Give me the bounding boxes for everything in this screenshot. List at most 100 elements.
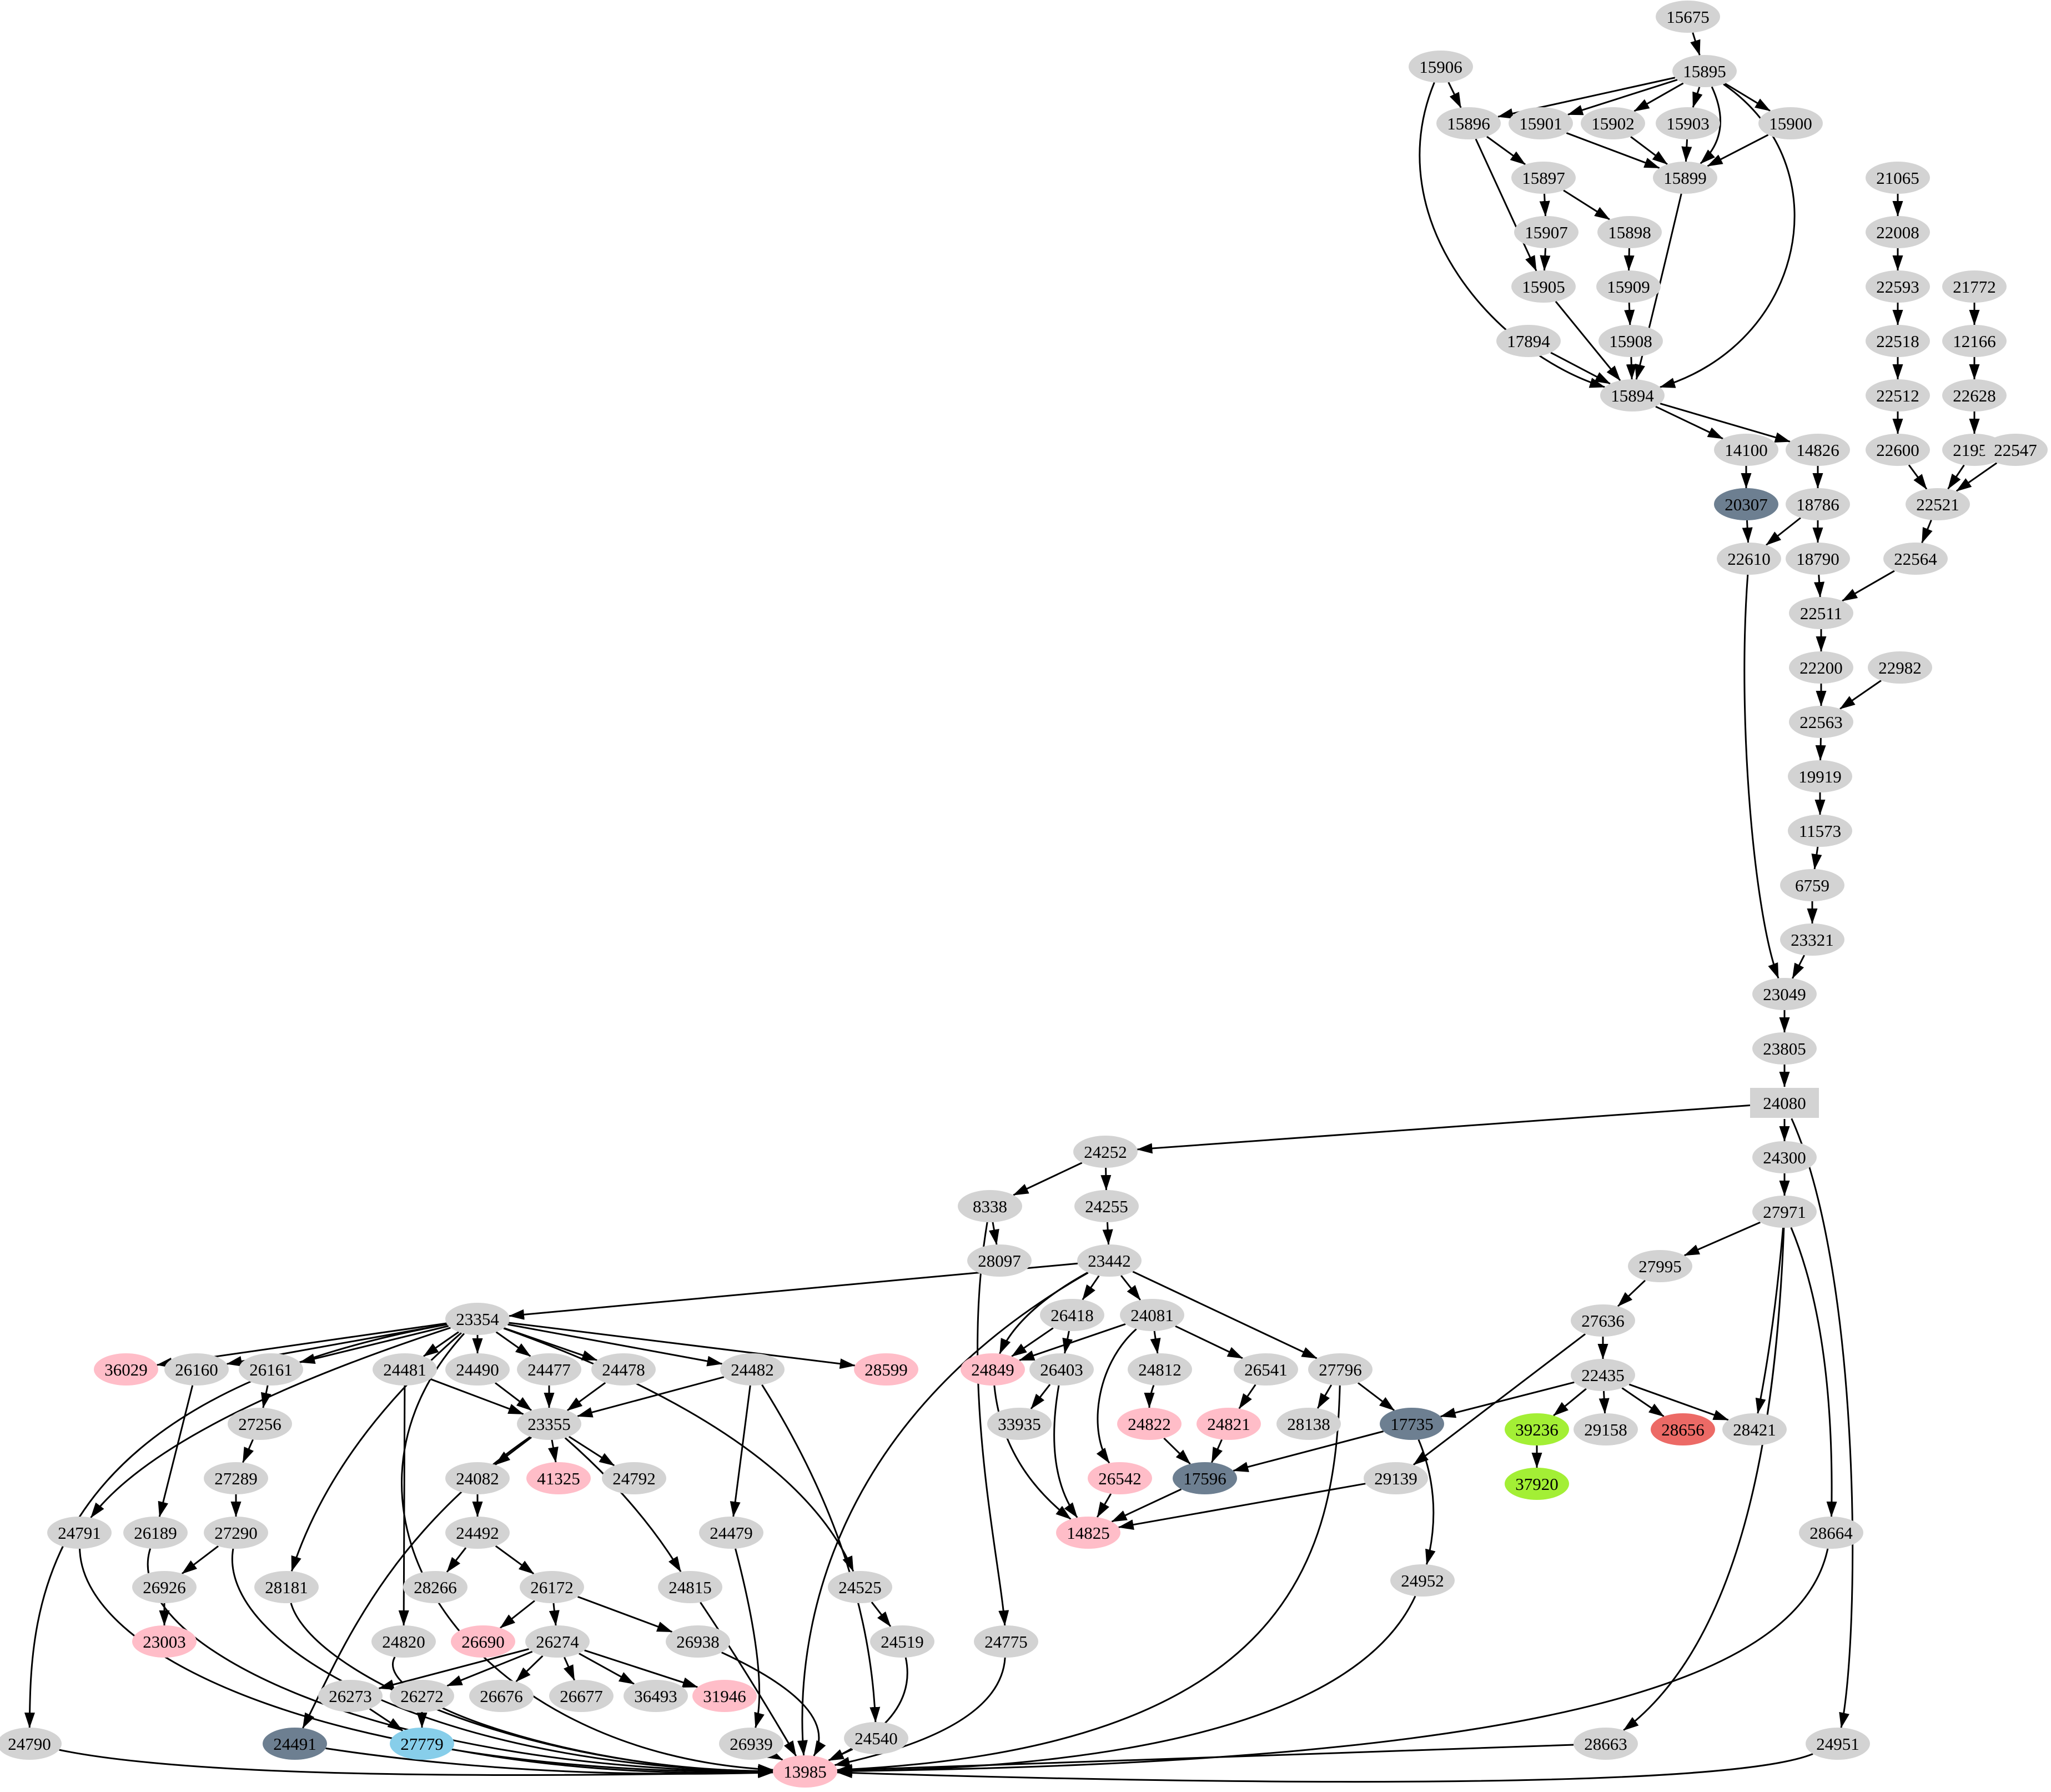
- node-label-15899: 15899: [1663, 168, 1707, 188]
- edge-27971-28664: [1790, 1227, 1837, 1517]
- node-28097: 28097: [967, 1244, 1032, 1277]
- node-26677: 26677: [549, 1680, 614, 1712]
- edge-15900-15899: [1707, 134, 1769, 167]
- node-label-26690: 26690: [461, 1632, 505, 1652]
- node-label-27971: 27971: [1763, 1202, 1806, 1222]
- edge-22521-22564: [1921, 519, 1933, 544]
- node-19919: 19919: [1788, 760, 1852, 792]
- node-27636: 27636: [1571, 1304, 1635, 1337]
- edge-24482-24479: [730, 1385, 751, 1518]
- node-24849: 24849: [961, 1353, 1025, 1386]
- node-27796: 27796: [1308, 1353, 1373, 1386]
- node-label-26926: 26926: [143, 1578, 186, 1597]
- edge-15894-14100: [1655, 405, 1723, 440]
- edge-15901-15899: [1566, 132, 1660, 169]
- node-label-28421: 28421: [1733, 1420, 1776, 1439]
- node-15894: 15894: [1600, 379, 1665, 411]
- node-33935: 33935: [987, 1408, 1052, 1440]
- node-27995: 27995: [1628, 1250, 1692, 1282]
- node-label-24492: 24492: [456, 1523, 499, 1543]
- node-24482: 24482: [720, 1353, 785, 1386]
- node-37920: 37920: [1505, 1468, 1569, 1500]
- node-label-26273: 26273: [329, 1686, 372, 1706]
- node-41325: 41325: [526, 1462, 591, 1494]
- node-label-15907: 15907: [1525, 223, 1568, 242]
- node-label-26677: 26677: [560, 1686, 603, 1706]
- node-36029: 36029: [94, 1353, 158, 1386]
- edge-15903-15899: [1681, 139, 1692, 163]
- edge-26403-33935: [1030, 1384, 1051, 1409]
- node-label-31946: 31946: [703, 1686, 746, 1706]
- node-label-26541: 26541: [1244, 1360, 1288, 1379]
- edge-22435-28656: [1621, 1387, 1665, 1417]
- node-label-20307: 20307: [1725, 495, 1768, 514]
- edge-15675-15895: [1690, 32, 1701, 56]
- edge-26172-26938: [577, 1595, 673, 1633]
- node-label-26542: 26542: [1098, 1469, 1142, 1488]
- edge-26172-26690: [500, 1600, 535, 1629]
- node-label-15898: 15898: [1608, 223, 1651, 242]
- node-label-24540: 24540: [854, 1729, 898, 1748]
- edge-15895-15900: [1725, 83, 1771, 112]
- edge-23321-23049: [1792, 955, 1805, 979]
- node-label-18786: 18786: [1796, 495, 1839, 514]
- node-24080: 24080: [1750, 1088, 1819, 1118]
- node-label-27995: 27995: [1638, 1257, 1682, 1276]
- node-label-14826: 14826: [1796, 440, 1839, 460]
- node-22512: 22512: [1866, 379, 1930, 411]
- node-24081: 24081: [1120, 1299, 1184, 1331]
- edge-26172-26274: [549, 1603, 560, 1627]
- node-label-24481: 24481: [383, 1360, 426, 1379]
- edge-23354-28599: [509, 1322, 856, 1369]
- node-label-15896: 15896: [1447, 114, 1490, 133]
- edge-15909-15908: [1624, 302, 1635, 326]
- node-label-24821: 24821: [1207, 1414, 1250, 1434]
- node-label-21065: 21065: [1876, 168, 1919, 188]
- edge-15895-15902: [1633, 82, 1684, 112]
- node-22628: 22628: [1942, 379, 2007, 411]
- edge-17596-14825: [1111, 1488, 1182, 1523]
- node-15905: 15905: [1511, 270, 1576, 303]
- node-27256: 27256: [228, 1408, 292, 1440]
- node-label-24491: 24491: [273, 1734, 316, 1754]
- edge-layer: [24, 32, 1998, 1783]
- edge-28663-13985: [836, 1744, 1574, 1775]
- node-label-28664: 28664: [1809, 1523, 1853, 1543]
- node-29158: 29158: [1574, 1413, 1638, 1445]
- node-label-24490: 24490: [456, 1360, 499, 1379]
- edge-27796-17735: [1357, 1382, 1395, 1411]
- node-label-26938: 26938: [676, 1632, 720, 1652]
- node-28421: 28421: [1722, 1413, 1787, 1445]
- node-24815: 24815: [658, 1571, 722, 1603]
- node-label-27289: 27289: [214, 1469, 258, 1488]
- node-24540: 24540: [844, 1722, 908, 1754]
- node-18790: 18790: [1786, 543, 1850, 575]
- edge-24252-8338: [1013, 1162, 1083, 1196]
- node-label-24255: 24255: [1085, 1197, 1128, 1216]
- node-label-26172: 26172: [530, 1578, 574, 1597]
- node-24790: 24790: [0, 1728, 62, 1760]
- node-label-6759: 6759: [1795, 876, 1829, 895]
- node-label-23442: 23442: [1088, 1251, 1131, 1271]
- node-label-15909: 15909: [1607, 277, 1650, 297]
- edge-24525-24519: [871, 1602, 892, 1627]
- edge-22435-17735: [1440, 1381, 1575, 1418]
- edge-23442-27796: [1132, 1271, 1318, 1359]
- node-label-13985: 13985: [783, 1762, 827, 1781]
- node-23003: 23003: [132, 1625, 197, 1658]
- edge-23354-24482: [507, 1323, 723, 1367]
- node-15901: 15901: [1509, 107, 1573, 139]
- node-27971: 27971: [1752, 1196, 1817, 1228]
- node-23049: 23049: [1752, 978, 1817, 1010]
- node-24775: 24775: [974, 1625, 1038, 1658]
- edge-24478-23355: [566, 1382, 606, 1412]
- node-label-15897: 15897: [1522, 168, 1565, 188]
- node-26542: 26542: [1088, 1462, 1152, 1494]
- node-22564: 22564: [1883, 543, 1948, 575]
- edge-22435-28421: [1628, 1383, 1729, 1421]
- node-label-22521: 22521: [1916, 495, 1959, 514]
- node-label-28663: 28663: [1584, 1734, 1627, 1754]
- node-label-29158: 29158: [1584, 1420, 1627, 1439]
- edge-23355-41325: [548, 1439, 559, 1463]
